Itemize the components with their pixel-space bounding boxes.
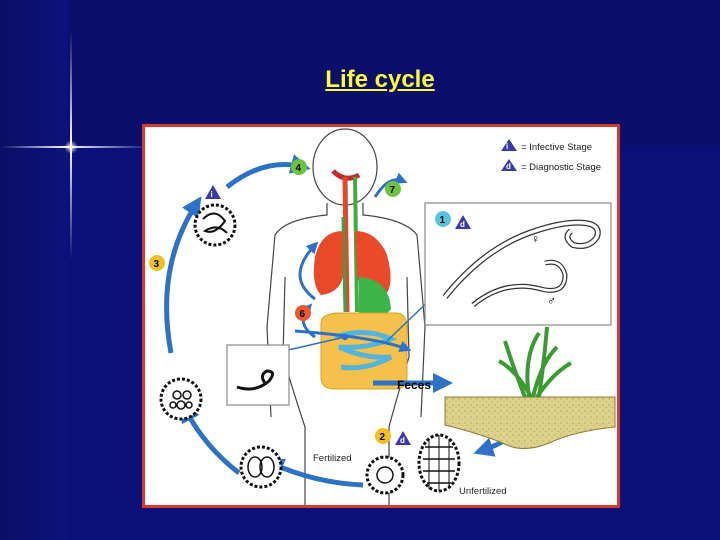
step-badge-7: 7 xyxy=(385,181,401,197)
svg-text:7: 7 xyxy=(390,185,396,196)
sparkle-center xyxy=(64,140,78,154)
soil-with-grass xyxy=(444,326,616,449)
unfertilized-egg-icon xyxy=(417,433,461,493)
slide-background-left xyxy=(0,0,68,540)
two-cell-egg-icon xyxy=(239,445,283,489)
svg-text:6: 6 xyxy=(300,309,306,320)
step-badge-6: 6 xyxy=(295,305,311,321)
step-badge-4: 4 xyxy=(291,159,307,175)
female-symbol: ♀ xyxy=(531,232,540,246)
step-badge-1: 1 d xyxy=(435,211,471,229)
feces-label: Feces xyxy=(397,378,431,392)
intestines-icon xyxy=(320,312,408,390)
male-symbol: ♂ xyxy=(547,294,556,308)
embryonated-egg-icon xyxy=(193,203,237,247)
fertilized-label: Fertilized xyxy=(313,453,352,464)
stomach-icon xyxy=(359,277,391,319)
legend-infective-text: = Infective Stage xyxy=(521,142,592,153)
slide-background-top xyxy=(68,0,720,145)
adult-worms-box: ♀ ♂ xyxy=(424,202,612,326)
larva-box xyxy=(226,344,290,406)
step-badge-2: 2 d xyxy=(375,428,411,445)
svg-text:i: i xyxy=(211,190,213,199)
step-badge-3: 3 xyxy=(149,255,165,271)
slide-title: Life cycle xyxy=(325,66,435,93)
svg-text:d: d xyxy=(506,162,511,171)
migration-arrows xyxy=(294,172,412,353)
svg-text:3: 3 xyxy=(154,259,160,270)
unfertilized-label: Unfertilized xyxy=(459,486,507,497)
svg-text:4: 4 xyxy=(296,163,302,174)
svg-text:d: d xyxy=(400,436,405,445)
legend-diagnostic-text: = Diagnostic Stage xyxy=(521,162,601,173)
svg-text:i: i xyxy=(506,142,508,151)
infective-stage-marker: i xyxy=(205,185,221,199)
fertilized-egg-icon xyxy=(365,455,405,495)
developing-egg-icon xyxy=(159,377,203,421)
svg-text:1: 1 xyxy=(440,215,446,226)
legend: i = Infective Stage d = Diagnostic Stage xyxy=(501,139,601,173)
life-cycle-figure: ♀ ♂ i = Infective Stage d = Diagnostic S… xyxy=(142,124,620,508)
svg-text:d: d xyxy=(460,220,465,229)
svg-text:2: 2 xyxy=(380,432,386,443)
